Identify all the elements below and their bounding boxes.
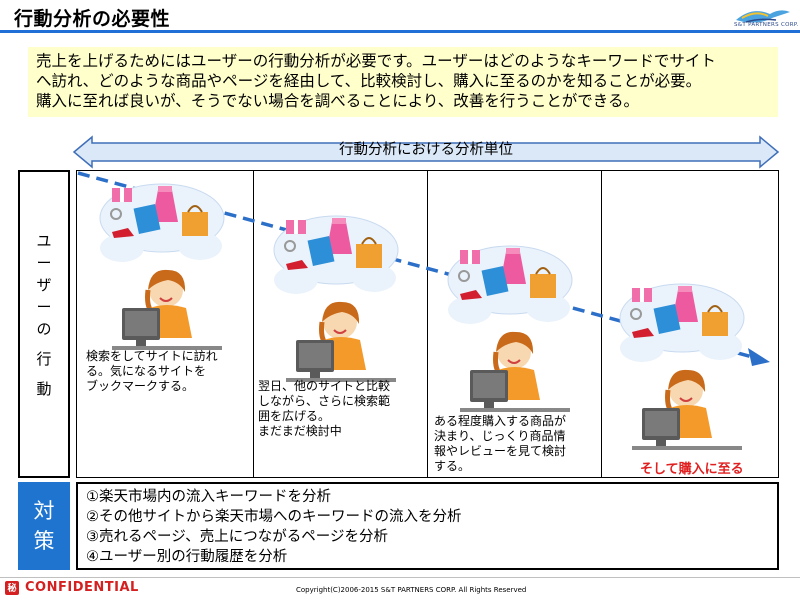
confidential-badge-icon: 秘 xyxy=(5,580,19,595)
user-behavior-label: ユ ー ザ ー の 行 動 xyxy=(20,230,68,400)
logo-text: S&T PARTNERS CORP. xyxy=(734,22,799,28)
stage-divider xyxy=(253,171,254,477)
measure-item: ①楽天市場内の流入キーワードを分析 xyxy=(86,489,331,505)
measures-list: ①楽天市場内の流入キーワードを分析 ②その他サイトから楽天市場へのキーワードの流… xyxy=(76,482,779,570)
stage2-illustration xyxy=(273,215,399,390)
stage4-illustration xyxy=(619,283,745,458)
analysis-unit-arrow xyxy=(72,135,780,169)
stage-divider xyxy=(601,171,602,477)
measure-item: ②その他サイトから楽天市場へのキーワードの流入を分析 xyxy=(86,509,462,525)
side-char: の xyxy=(36,320,52,338)
intro-line: 購入に至れば良いが、そうでない場合を調べることにより、改善を行うことができる。 xyxy=(36,92,639,110)
side-char: 動 xyxy=(36,380,52,398)
title-rule xyxy=(0,30,800,33)
intro-line: へ訪れ、どのような商品やページを経由して、比較検討し、購入に至るのかを知ることが… xyxy=(36,72,702,90)
measures-heading: 対 策 xyxy=(18,482,70,570)
measure-item: ③売れるページ、売上につながるページを分析 xyxy=(86,529,388,545)
copyright: Copyright(C)2006-2015 S&T PARTNERS CORP.… xyxy=(296,586,527,594)
footer-rule xyxy=(0,577,800,578)
page-title: 行動分析の必要性 xyxy=(14,8,171,30)
user-behavior-label-box: ユ ー ザ ー の 行 動 xyxy=(18,170,70,478)
behavior-stages xyxy=(76,170,779,478)
measures-heading-char: 対 xyxy=(33,499,55,523)
side-char: ー xyxy=(36,298,52,316)
arrow-label: 行動分析における分析単位 xyxy=(339,142,513,158)
stage-divider xyxy=(427,171,428,477)
side-char: ユ xyxy=(36,232,52,250)
stage2-text: 翌日、他のサイトと比較 しながら、さらに検索範 囲を広げる。 まだまだ検討中 xyxy=(258,379,391,438)
confidential-label: CONFIDENTIAL xyxy=(25,580,139,595)
side-char: ザ xyxy=(36,276,52,294)
side-char: 行 xyxy=(36,350,52,368)
stage3-text: ある程度購入する商品が 決まり、じっくり商品情 報やレビューを見て検討 する。 xyxy=(434,414,567,473)
stage1-illustration xyxy=(99,183,225,358)
side-char: ー xyxy=(36,254,52,272)
confidential-mark: 秘 CONFIDENTIAL xyxy=(5,580,139,595)
intro-box: 売上を上げるためにはユーザーの行動分析が必要です。ユーザーはどのようなキーワード… xyxy=(28,47,778,117)
measures-heading-char: 策 xyxy=(33,529,55,553)
measure-item: ④ユーザー別の行動履歴を分析 xyxy=(86,549,288,565)
stage3-illustration xyxy=(447,245,573,420)
stage4-text: そして購入に至る xyxy=(640,462,744,477)
intro-line: 売上を上げるためにはユーザーの行動分析が必要です。ユーザーはどのようなキーワード… xyxy=(36,52,716,70)
stage1-text: 検索をしてサイトに訪れ る。気になるサイトを ブックマークする。 xyxy=(86,349,218,393)
company-logo-icon xyxy=(736,10,790,23)
